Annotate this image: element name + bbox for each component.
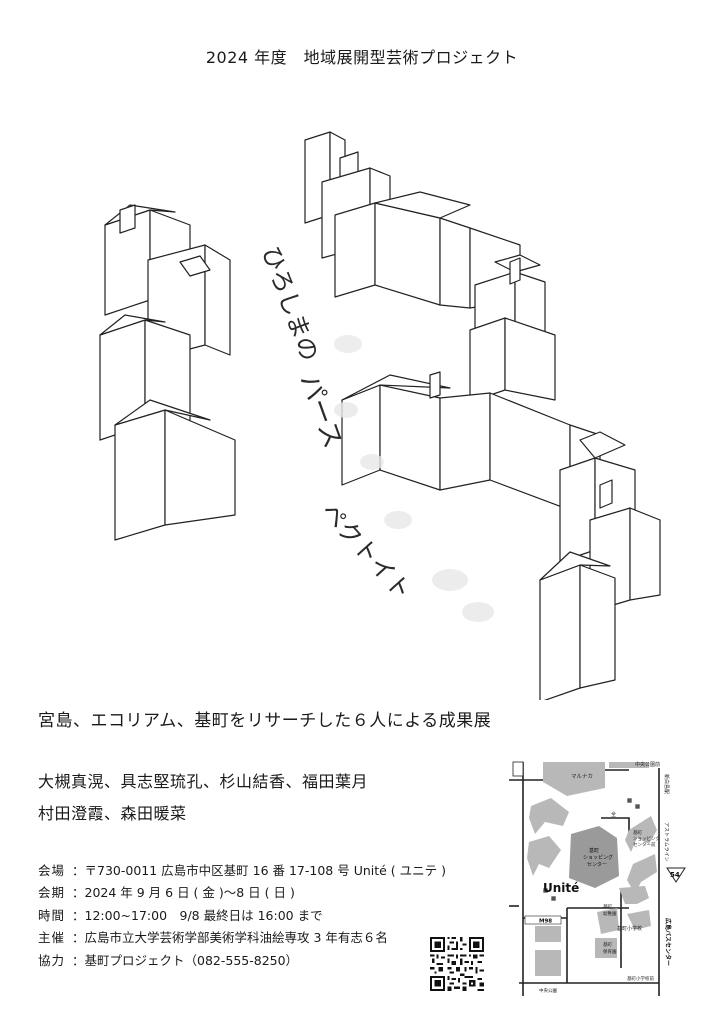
qr-code[interactable] [430,937,484,991]
organizer-value: ：広島市立大学芸術学部美術学科油絵専攻 3 年有志６名 [72,930,388,946]
hours-label: 時間 [38,907,66,923]
route-number: 54 [670,871,680,879]
venue-label: 会場 [38,862,66,878]
map-label-shopping-east-3: センター前 [633,841,656,848]
hours-value: ：12:00~17:00 9/8 最終日は 16:00 まで [72,907,323,923]
map-label-marunaka: マルナカ [571,773,593,780]
artist-names-line-2: 村田澄霞、森田暖菜 [38,804,187,823]
venue-value: ：〒730-0011 広島市中区基町 16 番 17-108 号 Unité (… [72,862,447,878]
m98-marker: M98 [524,915,562,925]
map-label-shopping-center-2: ショッピング [583,854,613,861]
organizer-row: 主催 ：広島市立大学芸術学部美術学科油絵専攻 3 年有志６名 [38,926,446,949]
map-label-kindergarten-2: 幼稚園 [603,910,617,917]
map-label-nursery-2: 保育園 [603,948,617,955]
map-venue-unite[interactable]: Unité [543,881,579,895]
period-value: ：2024 年 9 月 6 日 ( 金 )〜8 日 ( 日 ) [72,885,295,901]
event-title: 2024 年度 地域展開型芸術プロジェクト [205,48,519,67]
map-label-elementary-front: 基町小学校前 [627,975,654,982]
map-label-astram-line: アストラムライン [663,822,669,862]
period-row: 会期 ：2024 年 9 月 6 日 ( 金 )〜8 日 ( 日 ) [38,881,446,904]
cooperation-label: 協力 [38,952,66,968]
area-map[interactable]: マルナカ 中央公園前 新白島駅 アストラムライン 全 基町 ショッピング センタ… [509,758,689,996]
m98-label: M98 [539,919,552,925]
isometric-block-artwork: ひろしまの パース ペクトイト [99,131,661,700]
artist-names-line-1: 大槻真滉、具志堅琉孔、杉山結香、福田葉月 [38,772,369,791]
map-label-kindergarten-1: 基町 [603,903,612,910]
map-label-bus-center: 広島バスセンター [664,918,672,966]
map-label-shin-hakushima: 新白島駅 [663,774,670,794]
venue-row: 会場 ：〒730-0011 広島市中区基町 16 番 17-108 号 Unit… [38,858,446,881]
hours-row: 時間 ：12:00~17:00 9/8 最終日は 16:00 まで [38,903,446,926]
map-label-chuo-koen: 中央公園 [539,987,557,994]
map-label-elementary: 基町小学校 [617,925,642,932]
cooperation-row: 協力 ：基町プロジェクト（082-555-8250） [38,948,446,971]
map-label-shopping-east-1: 基町 [633,829,642,836]
period-label: 会期 [38,885,66,901]
map-label-shopping-center-3: センター [587,861,607,868]
route-54-badge: 54 [666,867,686,883]
event-info-table: 会場 ：〒730-0011 広島市中区基町 16 番 17-108 号 Unit… [38,858,446,971]
map-label-chuo-koen-mae: 中央公園前 [635,761,660,768]
cooperation-value: ：基町プロジェクト（082-555-8250） [72,952,299,968]
organizer-label: 主催 [38,930,66,946]
map-label-nursery-1: 基町 [603,941,612,948]
map-label-shopping-east-2: ショッピング [633,835,660,842]
map-label-zen: 全 [611,811,616,818]
exhibition-tagline: 宮島、エコリアム、基町をリサーチした６人による成果展 [38,711,492,731]
handwritten-line-1: ひろしまの [256,242,323,364]
map-label-shopping-center-1: 基町 [589,847,599,854]
